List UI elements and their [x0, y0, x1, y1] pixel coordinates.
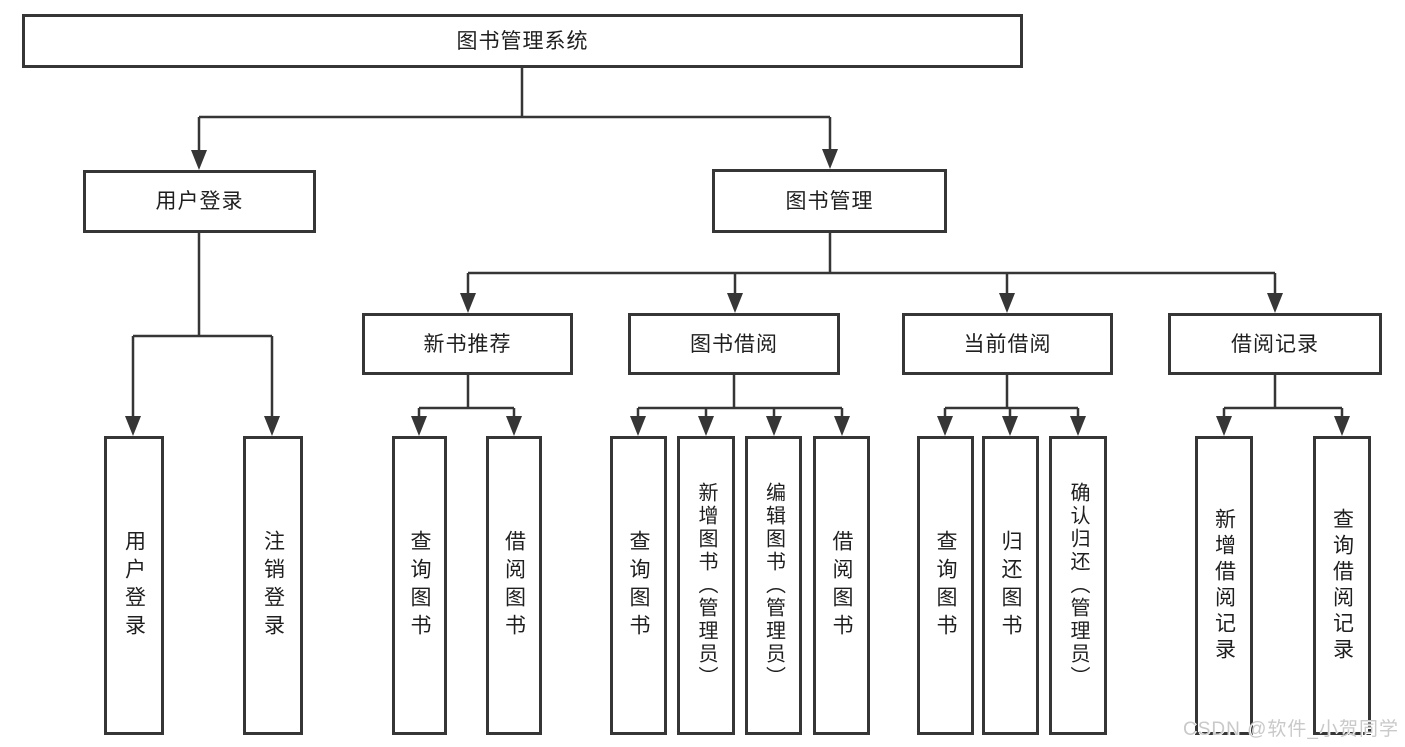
leaf-user-login: 用户登录 [104, 436, 164, 735]
leaf-query-books-current: 查询图书 [917, 436, 974, 735]
node-new-book-recommendation: 新书推荐 [362, 313, 573, 375]
leaf-query-borrow-record: 查询借阅记录 [1313, 436, 1371, 735]
leaf-query-books-borrowing: 查询图书 [610, 436, 667, 735]
leaf-add-books-admin: 新增图书（管理员） [677, 436, 735, 735]
leaf-return-books: 归还图书 [982, 436, 1039, 735]
node-borrowing-records: 借阅记录 [1168, 313, 1382, 375]
leaf-add-borrow-record: 新增借阅记录 [1195, 436, 1253, 735]
node-book-management: 图书管理 [712, 169, 947, 233]
leaf-edit-books-admin: 编辑图书（管理员） [745, 436, 802, 735]
leaf-borrow-books-borrowing: 借阅图书 [813, 436, 870, 735]
node-root-system: 图书管理系统 [22, 14, 1023, 68]
node-user-login: 用户登录 [83, 170, 316, 233]
leaf-query-books-recommend: 查询图书 [392, 436, 447, 735]
node-book-borrowing: 图书借阅 [628, 313, 840, 375]
leaf-borrow-books-recommend: 借阅图书 [486, 436, 542, 735]
leaf-confirm-return-admin: 确认归还（管理员） [1049, 436, 1107, 735]
leaf-logout: 注销登录 [243, 436, 303, 735]
node-current-borrowing: 当前借阅 [902, 313, 1113, 375]
